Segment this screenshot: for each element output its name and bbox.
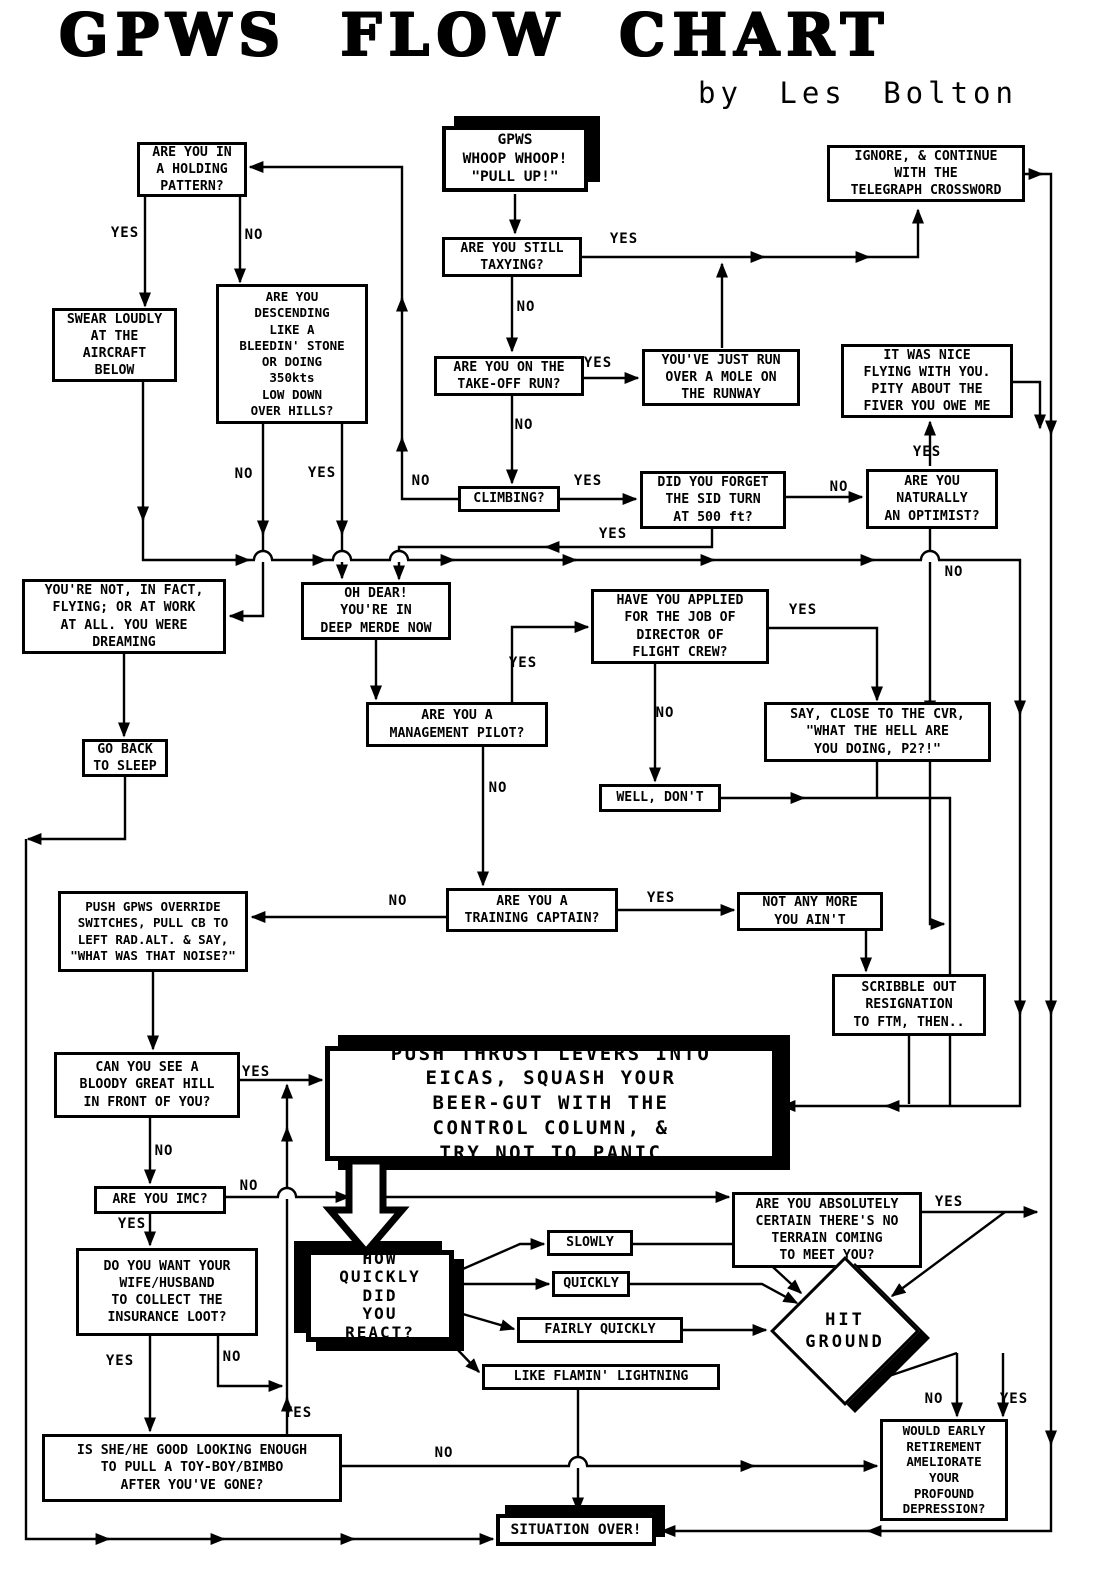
edge-label: NO (434, 1445, 454, 1461)
connector (24, 839, 495, 1545)
edge-label: YES (583, 355, 613, 371)
node-hit-ground: HIT GROUND (770, 1256, 930, 1413)
node-descending-stone: ARE YOU DESCENDING LIKE A BLEEDIN' STONE… (216, 284, 368, 424)
connector (582, 208, 924, 259)
node-insurance-loot: DO YOU WANT YOUR WIFE/HUSBAND TO COLLECT… (76, 1248, 258, 1336)
connector (928, 529, 946, 930)
node-cvr-p2: SAY, CLOSE TO THE CVR, "WHAT THE HELL AR… (764, 702, 991, 762)
connector (141, 382, 1022, 1112)
edge-label: NO (655, 705, 675, 721)
edge-label: YES (999, 1391, 1029, 1407)
connector (768, 626, 883, 702)
node-gpws-start: GPWS WHOOP WHOOP! "PULL UP!" (442, 126, 588, 192)
edge-label: NO (239, 1178, 259, 1194)
connector (455, 1347, 480, 1374)
connector (455, 1310, 516, 1331)
edge-label: NO (154, 1143, 174, 1159)
hop-bridge (252, 549, 274, 561)
node-label: HIT GROUND (805, 1309, 885, 1352)
node-sid-turn: DID YOU FORGET THE SID TURN AT 500 ft? (640, 471, 786, 529)
edge-label: NO (388, 893, 408, 909)
node-terrain-certain: ARE YOU ABSOLUTELY CERTAIN THERE'S NO TE… (732, 1192, 922, 1268)
edge-label: YES (573, 473, 603, 489)
edge-label: NO (924, 1391, 944, 1407)
node-dreaming: YOU'RE NOT, IN FACT, FLYING; OR AT WORK … (22, 579, 226, 654)
node-situation-over: SITUATION OVER! (496, 1514, 656, 1546)
node-nice-flying: IT WAS NICE FLYING WITH YOU. PITY ABOUT … (841, 344, 1013, 418)
edge-label: NO (411, 473, 431, 489)
hop-bridge (276, 1186, 298, 1198)
connector (455, 1238, 546, 1274)
node-holding-pattern: ARE YOU IN A HOLDING PATTERN? (137, 142, 247, 197)
byline: by Les Bolton (698, 76, 1018, 110)
hop-bridge (388, 549, 410, 561)
edge-label: NO (829, 479, 849, 495)
page-title: GPWS FLOW CHART (58, 0, 890, 68)
node-flamin-lightning: LIKE FLAMIN' LIGHTNING (482, 1364, 720, 1390)
edge-label: NO (234, 466, 254, 482)
edge-label: YES (105, 1353, 135, 1369)
hop-bridge (567, 1455, 589, 1467)
edge-label: YES (912, 444, 942, 460)
edge-label: YES (117, 1216, 147, 1232)
edge-label: YES (508, 655, 538, 671)
node-applied-director: HAVE YOU APPLIED FOR THE JOB OF DIRECTOR… (591, 589, 769, 664)
edge-label: NO (514, 417, 534, 433)
edge-label: NO (488, 780, 508, 796)
connector (890, 1211, 1006, 1297)
node-scribble-resignation: SCRIBBLE OUT RESIGNATION TO FTM, THEN.. (832, 974, 986, 1036)
node-go-back-to-sleep: GO BACK TO SLEEP (82, 739, 168, 777)
node-imc: ARE YOU IMC? (94, 1186, 226, 1214)
edge-label: YES (609, 231, 639, 247)
node-training-captain: ARE YOU A TRAINING CAPTAIN? (446, 888, 618, 932)
edge-label: YES (788, 602, 818, 618)
edge-label: YES (598, 526, 628, 542)
node-push-gpws-override: PUSH GPWS OVERRIDE SWITCHES, PULL CB TO … (58, 891, 248, 972)
node-fairly-quickly: FAIRLY QUICKLY (517, 1317, 683, 1343)
edge-label: NO (222, 1349, 242, 1365)
connector (393, 529, 714, 581)
node-see-hill: CAN YOU SEE A BLOODY GREAT HILL IN FRONT… (54, 1052, 240, 1118)
node-management-pilot: ARE YOU A MANAGEMENT PILOT? (366, 702, 548, 747)
connector (26, 777, 127, 845)
connector (228, 424, 265, 622)
edge-label: YES (646, 890, 676, 906)
connector (216, 1336, 284, 1392)
edge-label: YES (241, 1064, 271, 1080)
node-well-dont: WELL, DON'T (599, 784, 721, 812)
edge-label: YES (283, 1405, 313, 1421)
edge-label: NO (516, 299, 536, 315)
hop-bridge (331, 549, 353, 561)
node-climbing: CLIMBING? (458, 486, 560, 512)
edge-label: NO (944, 564, 964, 580)
node-mole-runway: YOU'VE JUST RUN OVER A MOLE ON THE RUNWA… (642, 349, 800, 406)
node-not-any-more: NOT ANY MORE YOU AIN'T (737, 892, 883, 931)
node-toy-boy-bimbo: IS SHE/HE GOOD LOOKING ENOUGH TO PULL A … (42, 1434, 342, 1502)
connector (888, 1351, 958, 1378)
edge-label: YES (110, 225, 140, 241)
node-swear-loudly: SWEAR LOUDLY AT THE AIRCRAFT BELOW (52, 308, 177, 382)
node-optimist: ARE YOU NATURALLY AN OPTIMIST? (866, 469, 998, 529)
node-oh-dear: OH DEAR! YOU'RE IN DEEP MERDE NOW (301, 582, 451, 640)
connector (248, 161, 458, 501)
node-early-retirement: WOULD EARLY RETIREMENT AMELIORATE YOUR P… (880, 1419, 1008, 1521)
edge-label: YES (934, 1194, 964, 1210)
edge-label: NO (244, 227, 264, 243)
node-ignore-crossword: IGNORE, & CONTINUE WITH THE TELEGRAPH CR… (827, 145, 1025, 202)
connector (630, 1282, 799, 1305)
connector (510, 621, 590, 702)
connector (1012, 380, 1046, 430)
edge-label: YES (307, 465, 337, 481)
node-takeoff-run: ARE YOU ON THE TAKE-OFF RUN? (434, 356, 584, 396)
node-how-quickly-react: HOW QUICKLY DID YOU REACT? (306, 1249, 454, 1342)
hop-bridge (919, 549, 941, 561)
node-still-taxying: ARE YOU STILL TAXYING? (442, 237, 582, 277)
node-slowly: SLOWLY (547, 1230, 633, 1256)
node-push-thrust-levers: PUSH THRUST LEVERS INTO EICAS, SQUASH YO… (325, 1043, 777, 1164)
node-quickly: QUICKLY (552, 1271, 630, 1297)
